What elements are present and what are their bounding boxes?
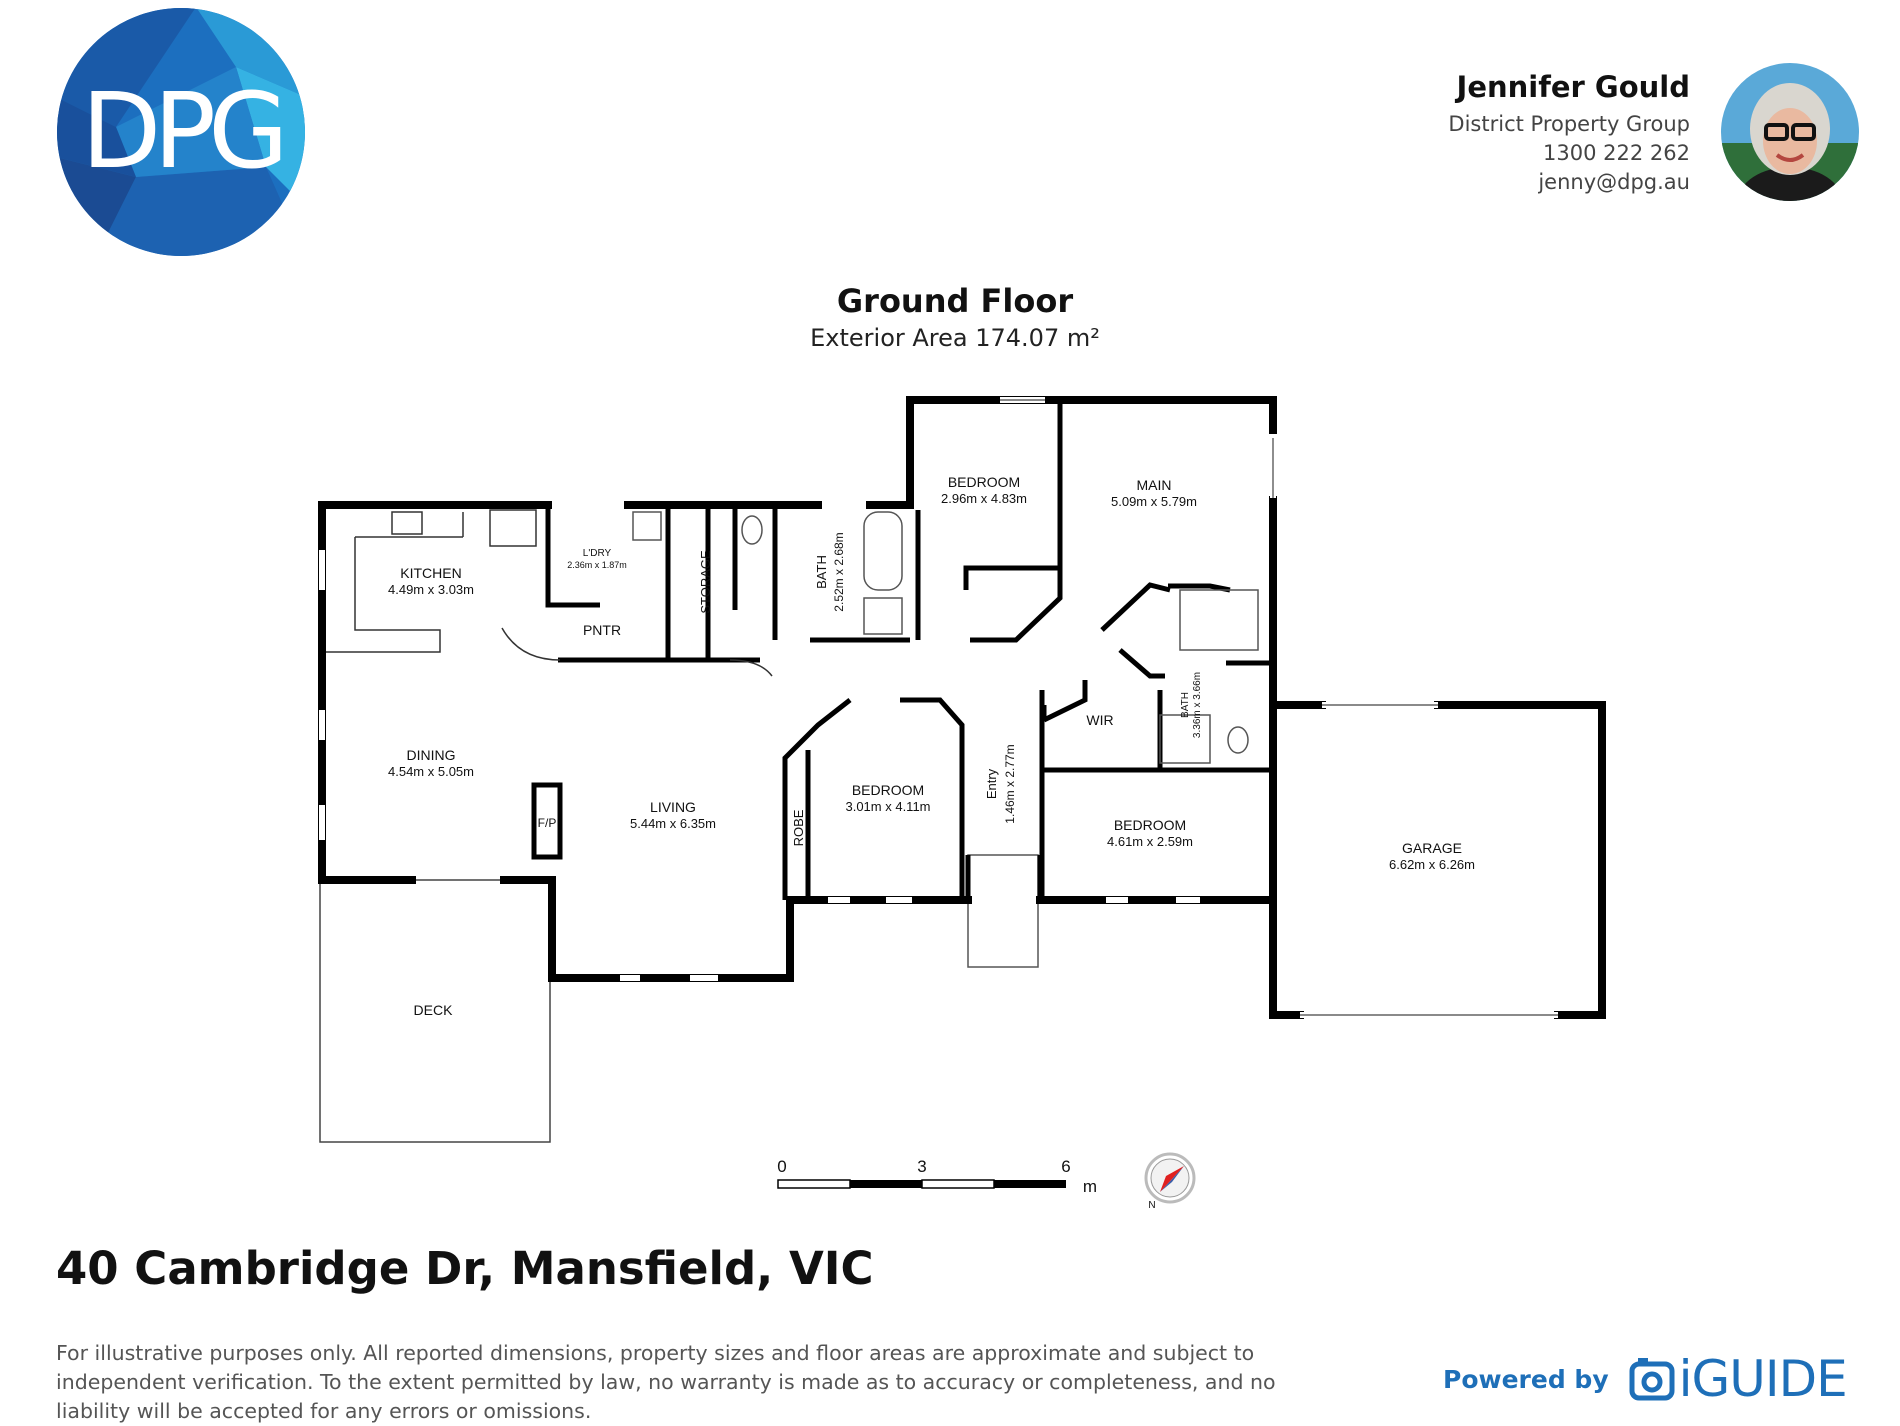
- logo-text: DPG: [81, 70, 281, 192]
- kitchen-label: KITCHEN: [400, 565, 461, 581]
- powered-by-label: Powered by: [1443, 1364, 1609, 1394]
- entry-label: Entry: [984, 768, 999, 799]
- garage-label: GARAGE: [1402, 840, 1462, 856]
- dpg-logo: DPG: [56, 7, 306, 257]
- entry-dims: 1.46m x 2.77m: [1003, 744, 1017, 823]
- agent-name: Jennifer Gould: [1456, 70, 1690, 104]
- garage-dims: 6.62m x 6.26m: [1389, 857, 1475, 872]
- deck-outline: [319, 879, 551, 1143]
- bedroom3-dims: 4.61m x 2.59m: [1107, 834, 1193, 849]
- kitchen-bench: [326, 509, 773, 677]
- agent-phone[interactable]: 1300 222 262: [1543, 141, 1690, 165]
- laundry-label: L'DRY: [583, 548, 612, 559]
- bedroom1-dims: 2.96m x 4.83m: [941, 491, 1027, 506]
- agent-company: District Property Group: [1448, 112, 1690, 136]
- powered-by-iguide[interactable]: Powered by iGUIDE: [1443, 1350, 1848, 1408]
- pantry-label: PNTR: [583, 622, 621, 638]
- fp-label: F/P: [538, 816, 557, 830]
- bedroom3-label: BEDROOM: [1114, 817, 1186, 833]
- scale-tick-3: 3: [917, 1157, 926, 1176]
- main-label: MAIN: [1137, 477, 1172, 493]
- fireplace: [531, 782, 563, 860]
- bath2-label: BATH: [1180, 692, 1191, 718]
- kitchen-dims: 4.49m x 3.03m: [388, 582, 474, 597]
- bath1-dims: 2.52m x 2.68m: [832, 532, 846, 611]
- floor-plan: KITCHEN 4.49m x 3.03m L'DRY 2.36m x 1.87…: [318, 396, 1606, 1211]
- floor-area: Exterior Area 174.07 m²: [810, 324, 1100, 352]
- property-address: 40 Cambridge Dr, Mansfield, VIC: [56, 1242, 874, 1295]
- dining-dims: 4.54m x 5.05m: [388, 764, 474, 779]
- iguide-logo: iGUIDE: [1629, 1350, 1848, 1408]
- wir-label: WIR: [1086, 712, 1113, 728]
- window-lines: [1000, 399, 1558, 1016]
- bedroom1-label: BEDROOM: [948, 474, 1020, 490]
- storage-label: STORAGE: [698, 550, 713, 614]
- scale-tick-0: 0: [777, 1157, 786, 1176]
- fixtures: [632, 511, 1259, 764]
- bath1-label: BATH: [814, 555, 829, 589]
- compass-label: N: [1148, 1200, 1155, 1211]
- bedroom2-dims: 3.01m x 4.11m: [845, 799, 930, 814]
- windows: [319, 397, 1558, 1018]
- scale-unit: m: [1083, 1177, 1097, 1196]
- scale-tick-6: 6: [1061, 1157, 1070, 1176]
- porch-outline: [967, 854, 1039, 968]
- floor-title-block: Ground Floor Exterior Area 174.07 m²: [0, 282, 1900, 352]
- robe-label: ROBE: [791, 809, 806, 846]
- laundry-dims: 2.36m x 1.87m: [567, 560, 627, 570]
- iguide-wordmark: iGUIDE: [1678, 1350, 1848, 1408]
- living-label: LIVING: [650, 799, 696, 815]
- main-dims: 5.09m x 5.79m: [1111, 494, 1197, 509]
- disclaimer-text: For illustrative purposes only. All repo…: [56, 1341, 1276, 1423]
- scale-bar: 0 3 6 m: [777, 1157, 1097, 1196]
- dining-label: DINING: [407, 747, 456, 763]
- floor-name: Ground Floor: [836, 282, 1074, 320]
- iguide-camera-icon: [1629, 1358, 1675, 1401]
- bedroom2-label: BEDROOM: [852, 782, 924, 798]
- bath2-dims: 3.36m x 3.66m: [1192, 672, 1203, 738]
- agent-info: Jennifer Gould District Property Group 1…: [1448, 70, 1690, 197]
- deck-label: DECK: [414, 1002, 454, 1018]
- living-dims: 5.44m x 6.35m: [630, 816, 716, 831]
- agent-avatar: [1721, 63, 1859, 201]
- exterior-walls: [318, 396, 1606, 1019]
- agent-email[interactable]: jenny@dpg.au: [1538, 170, 1690, 194]
- interior-walls: [545, 400, 1276, 900]
- compass-icon: N: [1144, 1152, 1196, 1211]
